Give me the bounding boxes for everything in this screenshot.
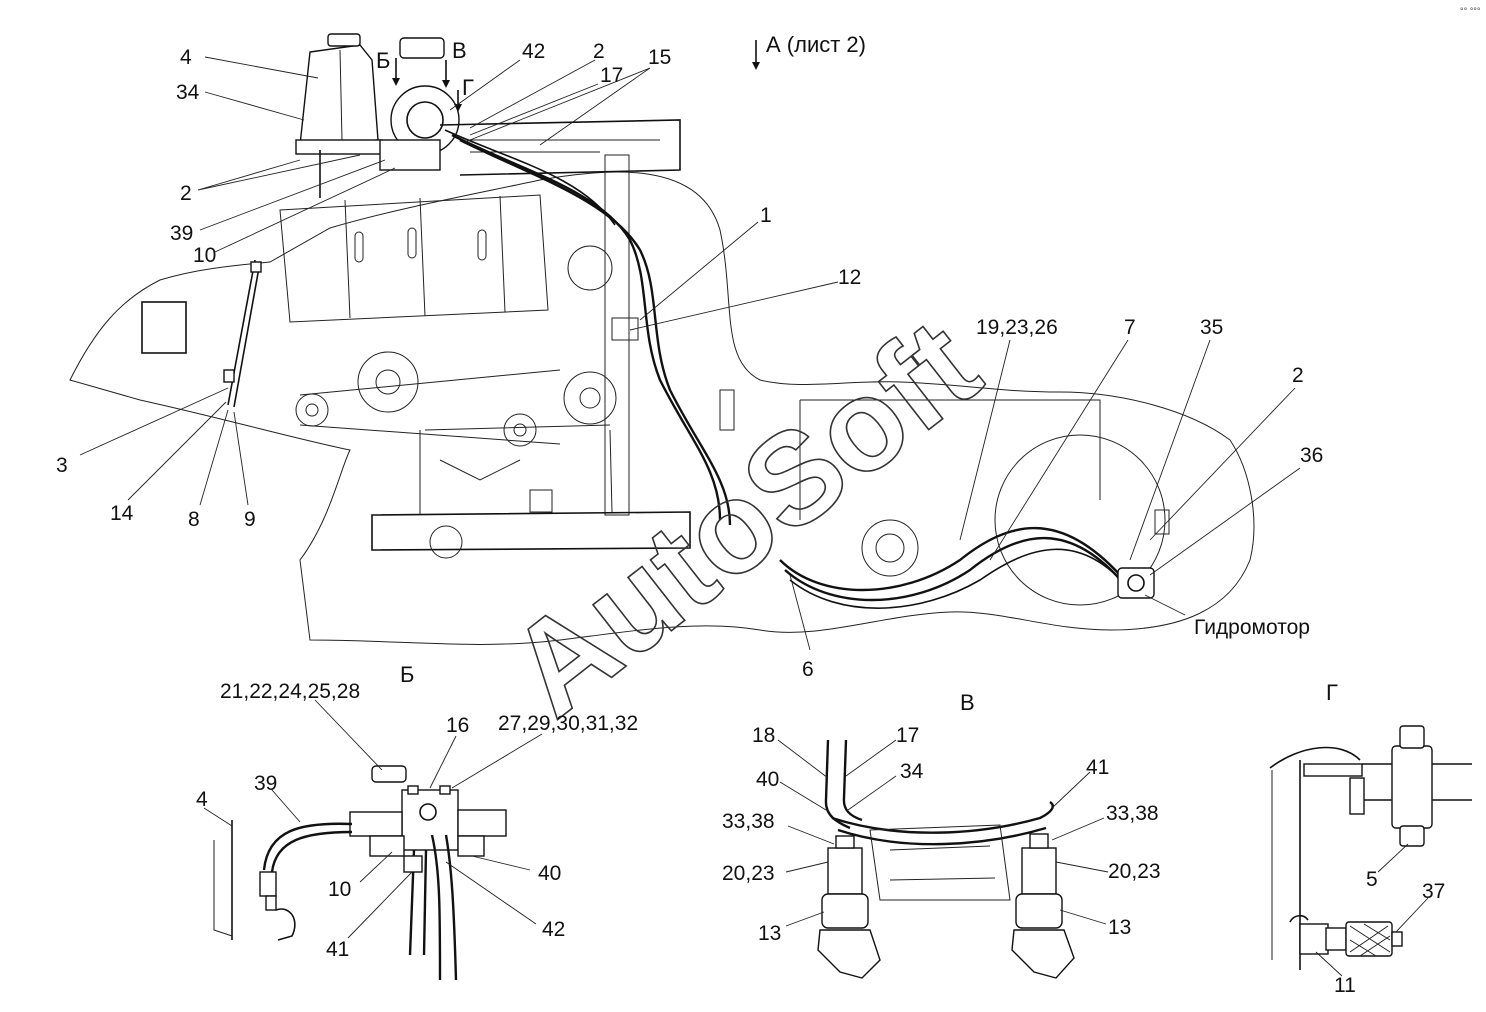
hose-lower-2 <box>784 536 1126 602</box>
view-b-label-21: 21,22,24,25,28 <box>220 680 360 703</box>
view-g-title: Г <box>1326 680 1338 705</box>
corner-mark: °° °°° <box>1460 6 1481 16</box>
view-v-label-17: 17 <box>896 724 919 747</box>
view-v-title: В <box>960 690 975 715</box>
watermark-text: AutoSoft <box>482 291 1004 744</box>
label-10: 10 <box>193 244 216 267</box>
label-17: 17 <box>600 64 623 87</box>
label-39: 39 <box>170 222 193 245</box>
view-v-fitting-left <box>827 847 863 895</box>
label-2a: 2 <box>593 40 605 63</box>
label-view-b-marker: Б <box>376 48 390 73</box>
view-v-label-13-left: 13 <box>758 922 781 945</box>
hydromotor-body <box>1117 567 1155 599</box>
view-v-label-34: 34 <box>900 760 924 783</box>
view-v-label-20-23-left: 20,23 <box>722 862 775 885</box>
label-view-v-marker: В <box>452 38 467 63</box>
label-8: 8 <box>188 508 200 531</box>
label-hydromotor: Гидромотор <box>1194 616 1310 639</box>
label-14: 14 <box>110 502 134 525</box>
label-2c: 2 <box>1292 364 1304 387</box>
label-15: 15 <box>648 46 671 69</box>
main-view <box>69 33 1255 645</box>
view-v-label-41: 41 <box>1086 756 1109 779</box>
view-b-label-42: 42 <box>542 918 565 941</box>
label-12: 12 <box>838 266 861 289</box>
view-b-label-27: 27,29,30,31,32 <box>498 712 638 735</box>
tank-cap <box>327 33 361 47</box>
view-v-label-33-38-right: 33,38 <box>1106 802 1159 825</box>
leader-lines-main <box>79 56 1301 651</box>
label-1: 1 <box>760 204 772 227</box>
label-view-a: А (лист 2) <box>766 32 866 57</box>
view-v-label-20-23-right: 20,23 <box>1108 860 1161 883</box>
view-v-label-40: 40 <box>756 768 779 791</box>
view-g-label-11: 11 <box>1334 974 1356 997</box>
label-7: 7 <box>1124 316 1136 339</box>
view-g-label-5: 5 <box>1366 868 1378 891</box>
label-35: 35 <box>1200 316 1223 339</box>
view-b-label-4: 4 <box>196 788 208 811</box>
view-v-label-18: 18 <box>752 724 775 747</box>
view-v-fitting-right <box>1021 847 1057 895</box>
label-36: 36 <box>1300 444 1323 467</box>
frame-rect <box>141 301 187 354</box>
label-34: 34 <box>176 81 200 104</box>
view-v-label-33-38-left: 33,38 <box>722 810 775 833</box>
tank-bracket <box>295 139 383 155</box>
wheel <box>994 434 1166 606</box>
label-view-g-marker: Г <box>462 75 474 100</box>
view-v: В 18 17 40 34 41 <box>722 690 1161 979</box>
view-g-fitting-5 <box>1391 745 1433 829</box>
view-b: Б 21,22,24,25,28 <box>196 662 638 981</box>
label-4: 4 <box>180 46 192 69</box>
view-g: Г 5 37 11 <box>1269 680 1472 997</box>
hose-main-1 <box>451 133 722 521</box>
machine-outline <box>69 171 1255 645</box>
label-2b: 2 <box>180 182 192 205</box>
watermark: AutoSoft <box>481 290 1005 744</box>
hose-lower-1 <box>779 526 1121 592</box>
labels-main: 4 34 Б В Г 42 2 17 15 А (лист 2) 2 39 10… <box>56 32 1323 681</box>
view-b-label-40: 40 <box>538 862 561 885</box>
view-b-title: Б <box>400 662 414 687</box>
label-42: 42 <box>522 40 545 63</box>
label-6: 6 <box>802 658 814 681</box>
label-9: 9 <box>244 508 256 531</box>
view-g-label-37: 37 <box>1422 880 1445 903</box>
view-b-label-41: 41 <box>326 938 349 961</box>
tank <box>299 44 379 146</box>
view-b-label-10: 10 <box>328 878 351 901</box>
view-b-label-16: 16 <box>446 714 469 737</box>
view-v-label-13-right: 13 <box>1108 916 1131 939</box>
hose-main-2 <box>459 138 732 526</box>
label-3: 3 <box>56 454 68 477</box>
view-b-label-39: 39 <box>254 772 277 795</box>
label-19-23-26: 19,23,26 <box>976 316 1058 339</box>
